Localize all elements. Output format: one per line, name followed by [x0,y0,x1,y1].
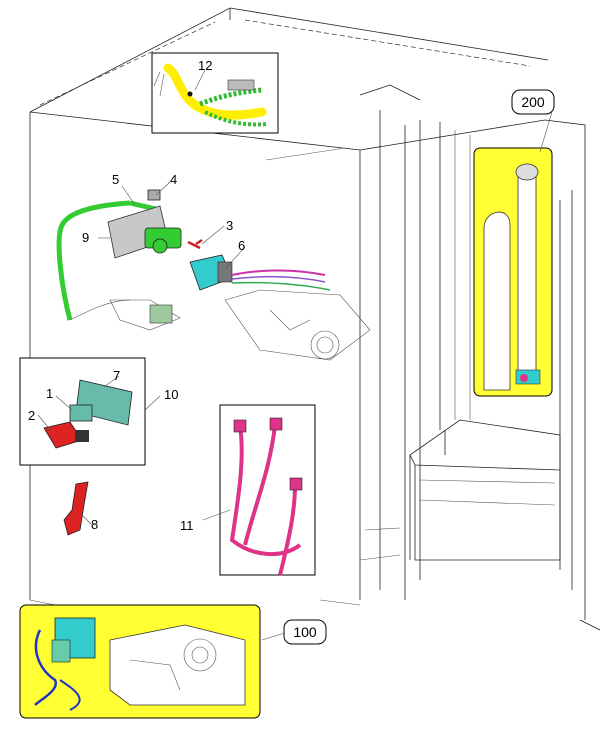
callout-11: 11 [180,518,194,533]
callout-100-badge: 100 [283,619,327,645]
filter-cylinder [517,169,537,381]
screw-3 [187,238,203,250]
ice-maker-sketch [224,289,371,361]
valve-panel-100 [19,604,261,719]
callout-9: 9 [82,230,89,245]
valve-assembly [56,189,203,331]
callout-100: 100 [293,624,317,640]
solenoid-6 [189,254,331,291]
callout-3: 3 [226,218,233,233]
callout-4: 4 [170,172,177,187]
callout-10: 10 [164,387,178,402]
board-box-10 [19,357,146,466]
bracket-8 [63,481,89,536]
sensor-1 [69,404,93,422]
harness-box-11 [219,404,316,576]
callout-8: 8 [91,517,98,532]
screw-4 [147,189,161,201]
callout-7: 7 [113,368,120,383]
cabinet-outline [29,7,600,631]
callout-2: 2 [28,408,35,423]
harness-box-12 [151,52,279,134]
callout-labels: 12 5 4 3 9 6 7 1 10 2 8 11 [28,58,245,533]
callout-5: 5 [112,172,119,187]
callout-12: 12 [198,58,212,73]
callout-200-badge: 200 [511,89,555,115]
callout-200: 200 [521,94,545,110]
filter-panel-200 [473,147,553,397]
callout-1: 1 [46,386,53,401]
callout-6: 6 [238,238,245,253]
leader-lines [37,69,553,641]
